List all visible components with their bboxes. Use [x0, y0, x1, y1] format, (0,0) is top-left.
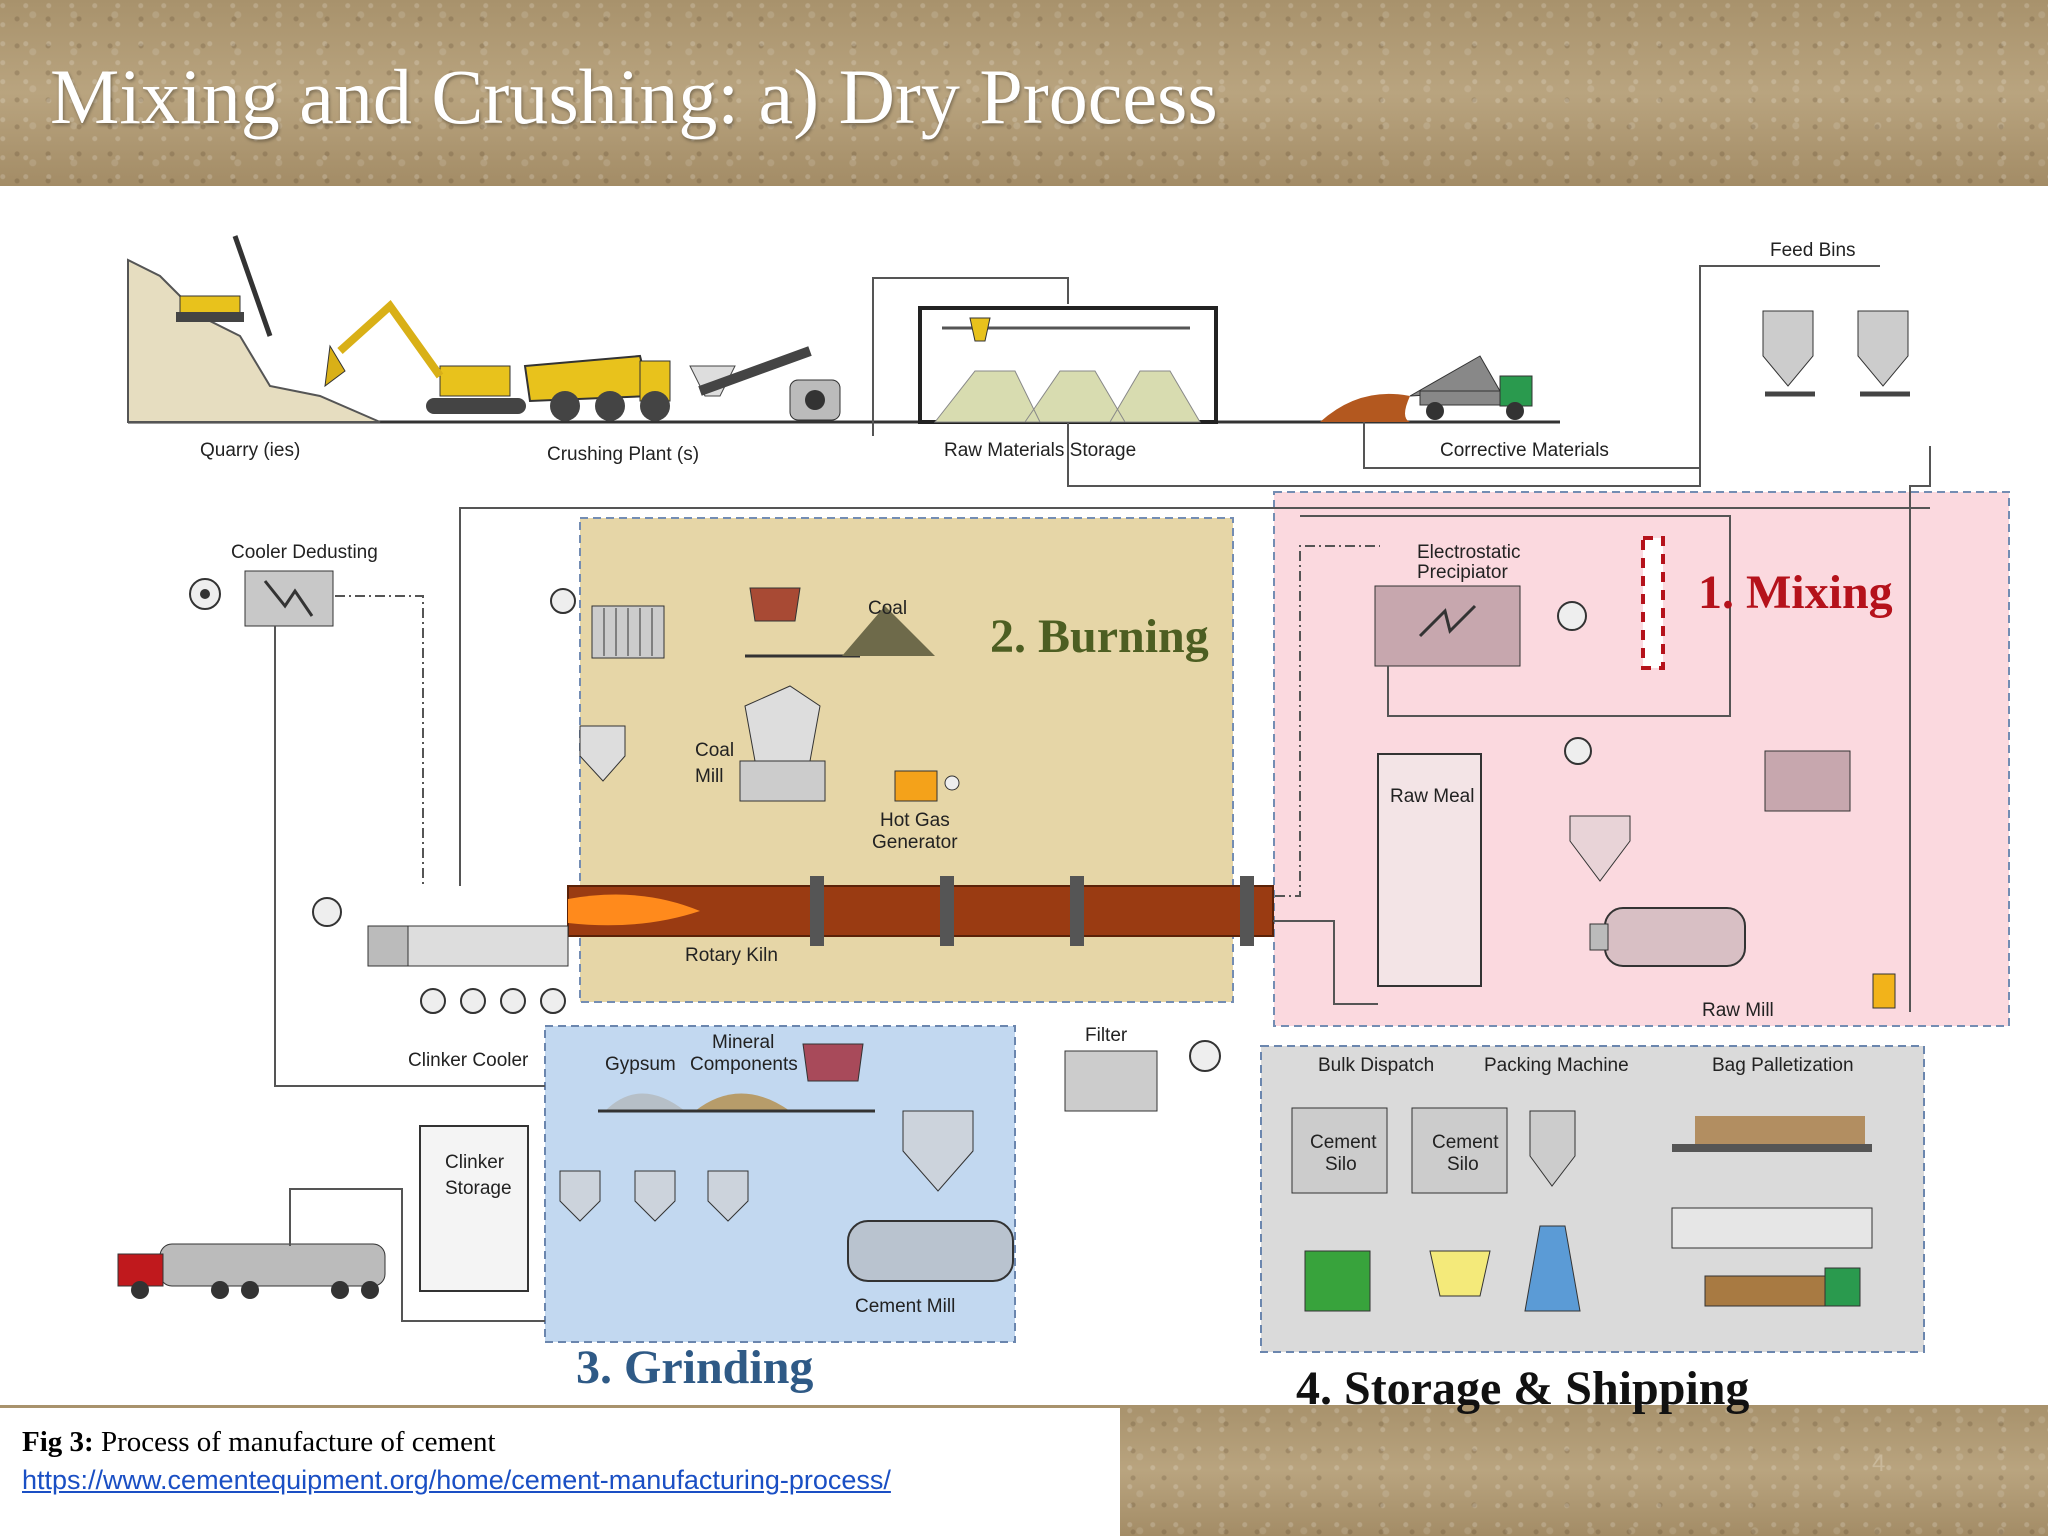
label-hot-gas-2: Generator — [872, 832, 958, 853]
label-corrective-materials: Corrective Materials — [1440, 440, 1609, 461]
stage-mixing: 1. Mixing — [1698, 566, 1893, 619]
title-band — [0, 0, 2048, 186]
label-cement-silo-1a: Cement — [1310, 1132, 1377, 1153]
raw-mill-separator-icon — [1569, 815, 1631, 882]
stage-burning: 2. Burning — [990, 610, 1209, 663]
quarry-hill — [127, 258, 381, 423]
slide-title: Mixing and Crushing: a) Dry Process — [50, 53, 1218, 140]
coal-mill-icon — [739, 685, 826, 802]
coal-pile — [842, 606, 935, 656]
label-cement-mill: Cement Mill — [855, 1296, 955, 1317]
stack-icon — [1641, 536, 1665, 670]
label-hot-gas-1: Hot Gas — [880, 810, 950, 831]
cement-silo-1-icon — [1291, 1107, 1388, 1312]
label-filter: Filter — [1085, 1025, 1128, 1046]
mineral-components-pile — [695, 1093, 790, 1111]
raw-mill-filter-icon — [1764, 750, 1851, 812]
cyclone-icon — [579, 725, 626, 782]
label-cooler-dedusting: Cooler Dedusting — [231, 542, 378, 563]
label-gypsum: Gypsum — [605, 1054, 676, 1075]
label-quarry: Quarry (ies) — [200, 440, 300, 461]
filter-fan-icon — [1189, 1040, 1221, 1072]
feed-bins-icon — [1762, 310, 1910, 397]
coal-hopper-icon — [745, 587, 860, 658]
cement-mill-icon — [847, 1220, 1014, 1282]
filter-icon — [1064, 1050, 1158, 1112]
label-coal: Coal — [868, 598, 907, 619]
stage-storage: 4. Storage & Shipping — [1296, 1362, 1749, 1415]
corrective-materials-pile — [1320, 393, 1410, 422]
label-raw-materials-storage: Raw Materials Storage — [944, 440, 1136, 461]
label-mineral-1: Mineral — [712, 1032, 774, 1053]
label-bulk-dispatch: Bulk Dispatch — [1318, 1055, 1434, 1076]
raw-materials-storage-icon — [918, 306, 1218, 424]
cement-silo-2-icon — [1411, 1107, 1508, 1297]
caption-text: Process of manufacture of cement — [93, 1426, 496, 1458]
gypsum-pile — [605, 1093, 685, 1111]
crusher-icon — [689, 346, 841, 421]
label-rotary-kiln: Rotary Kiln — [685, 945, 778, 966]
bag-palletization-icon — [1671, 1116, 1873, 1307]
label-clinker-cooler: Clinker Cooler — [408, 1050, 529, 1071]
hot-gas-generator-icon — [894, 770, 960, 802]
label-cement-silo-2a: Cement — [1432, 1132, 1499, 1153]
mineral-hopper-icon — [802, 1043, 864, 1082]
label-raw-mill: Raw Mill — [1702, 1000, 1774, 1021]
process-diagram: Quarry (ies) Crushing Plant (s) Raw Mate… — [0, 186, 2048, 1405]
label-mineral-2: Components — [690, 1054, 798, 1075]
label-electrostatic-2: Precipiator — [1417, 562, 1508, 583]
tanker-truck-icon — [117, 1243, 386, 1299]
stage-storage-wrap: 4. Storage & Shipping — [1296, 1362, 1749, 1415]
electrostatic-precipitator-icon — [1374, 585, 1587, 667]
source-link[interactable]: https://www.cementequipment.org/home/cem… — [22, 1465, 891, 1495]
dump-truck-icon — [523, 354, 671, 421]
label-cement-silo-1b: Silo — [1325, 1154, 1357, 1175]
packing-machine-icon — [1524, 1110, 1581, 1312]
label-coal-mill-2: Mill — [695, 766, 724, 787]
cement-feed-silos-icon — [559, 1170, 749, 1222]
label-feed-bins: Feed Bins — [1770, 240, 1856, 261]
label-raw-meal: Raw Meal — [1390, 786, 1474, 807]
excavator-icon — [324, 300, 526, 414]
rotary-kiln-icon — [567, 876, 1274, 946]
drill-rig-icon — [176, 235, 273, 337]
caption-label: Fig 3: — [22, 1426, 94, 1458]
label-crushing-plant: Crushing Plant (s) — [547, 444, 699, 465]
label-electrostatic-1: Electrostatic — [1417, 542, 1520, 563]
figure-caption: Fig 3: Process of manufacture of cement … — [0, 1408, 1120, 1536]
raw-meal-silo-icon — [1377, 753, 1482, 987]
page-number: 4 — [1872, 1450, 1886, 1477]
cement-separator-icon — [902, 1110, 974, 1192]
label-bag-palletization: Bag Palletization — [1712, 1055, 1854, 1076]
label-cement-silo-2b: Silo — [1447, 1154, 1479, 1175]
raw-mill-fan-icon — [1564, 737, 1592, 765]
label-packing-machine: Packing Machine — [1484, 1055, 1629, 1076]
coal-dust-filter-icon — [550, 588, 665, 659]
feeder-icon — [1872, 973, 1896, 1009]
cooler-dedusting-icon — [189, 570, 334, 627]
label-clinker-storage-1: Clinker — [445, 1152, 505, 1173]
stage-grinding: 3. Grinding — [576, 1341, 813, 1394]
clinker-cooler-icon — [312, 897, 569, 1014]
label-clinker-storage-2: Storage — [445, 1178, 512, 1199]
raw-mill-icon — [1589, 907, 1746, 967]
tipper-truck-icon — [1409, 355, 1533, 420]
label-coal-mill-1: Coal — [695, 740, 734, 761]
clinker-storage-icon — [419, 1125, 529, 1292]
